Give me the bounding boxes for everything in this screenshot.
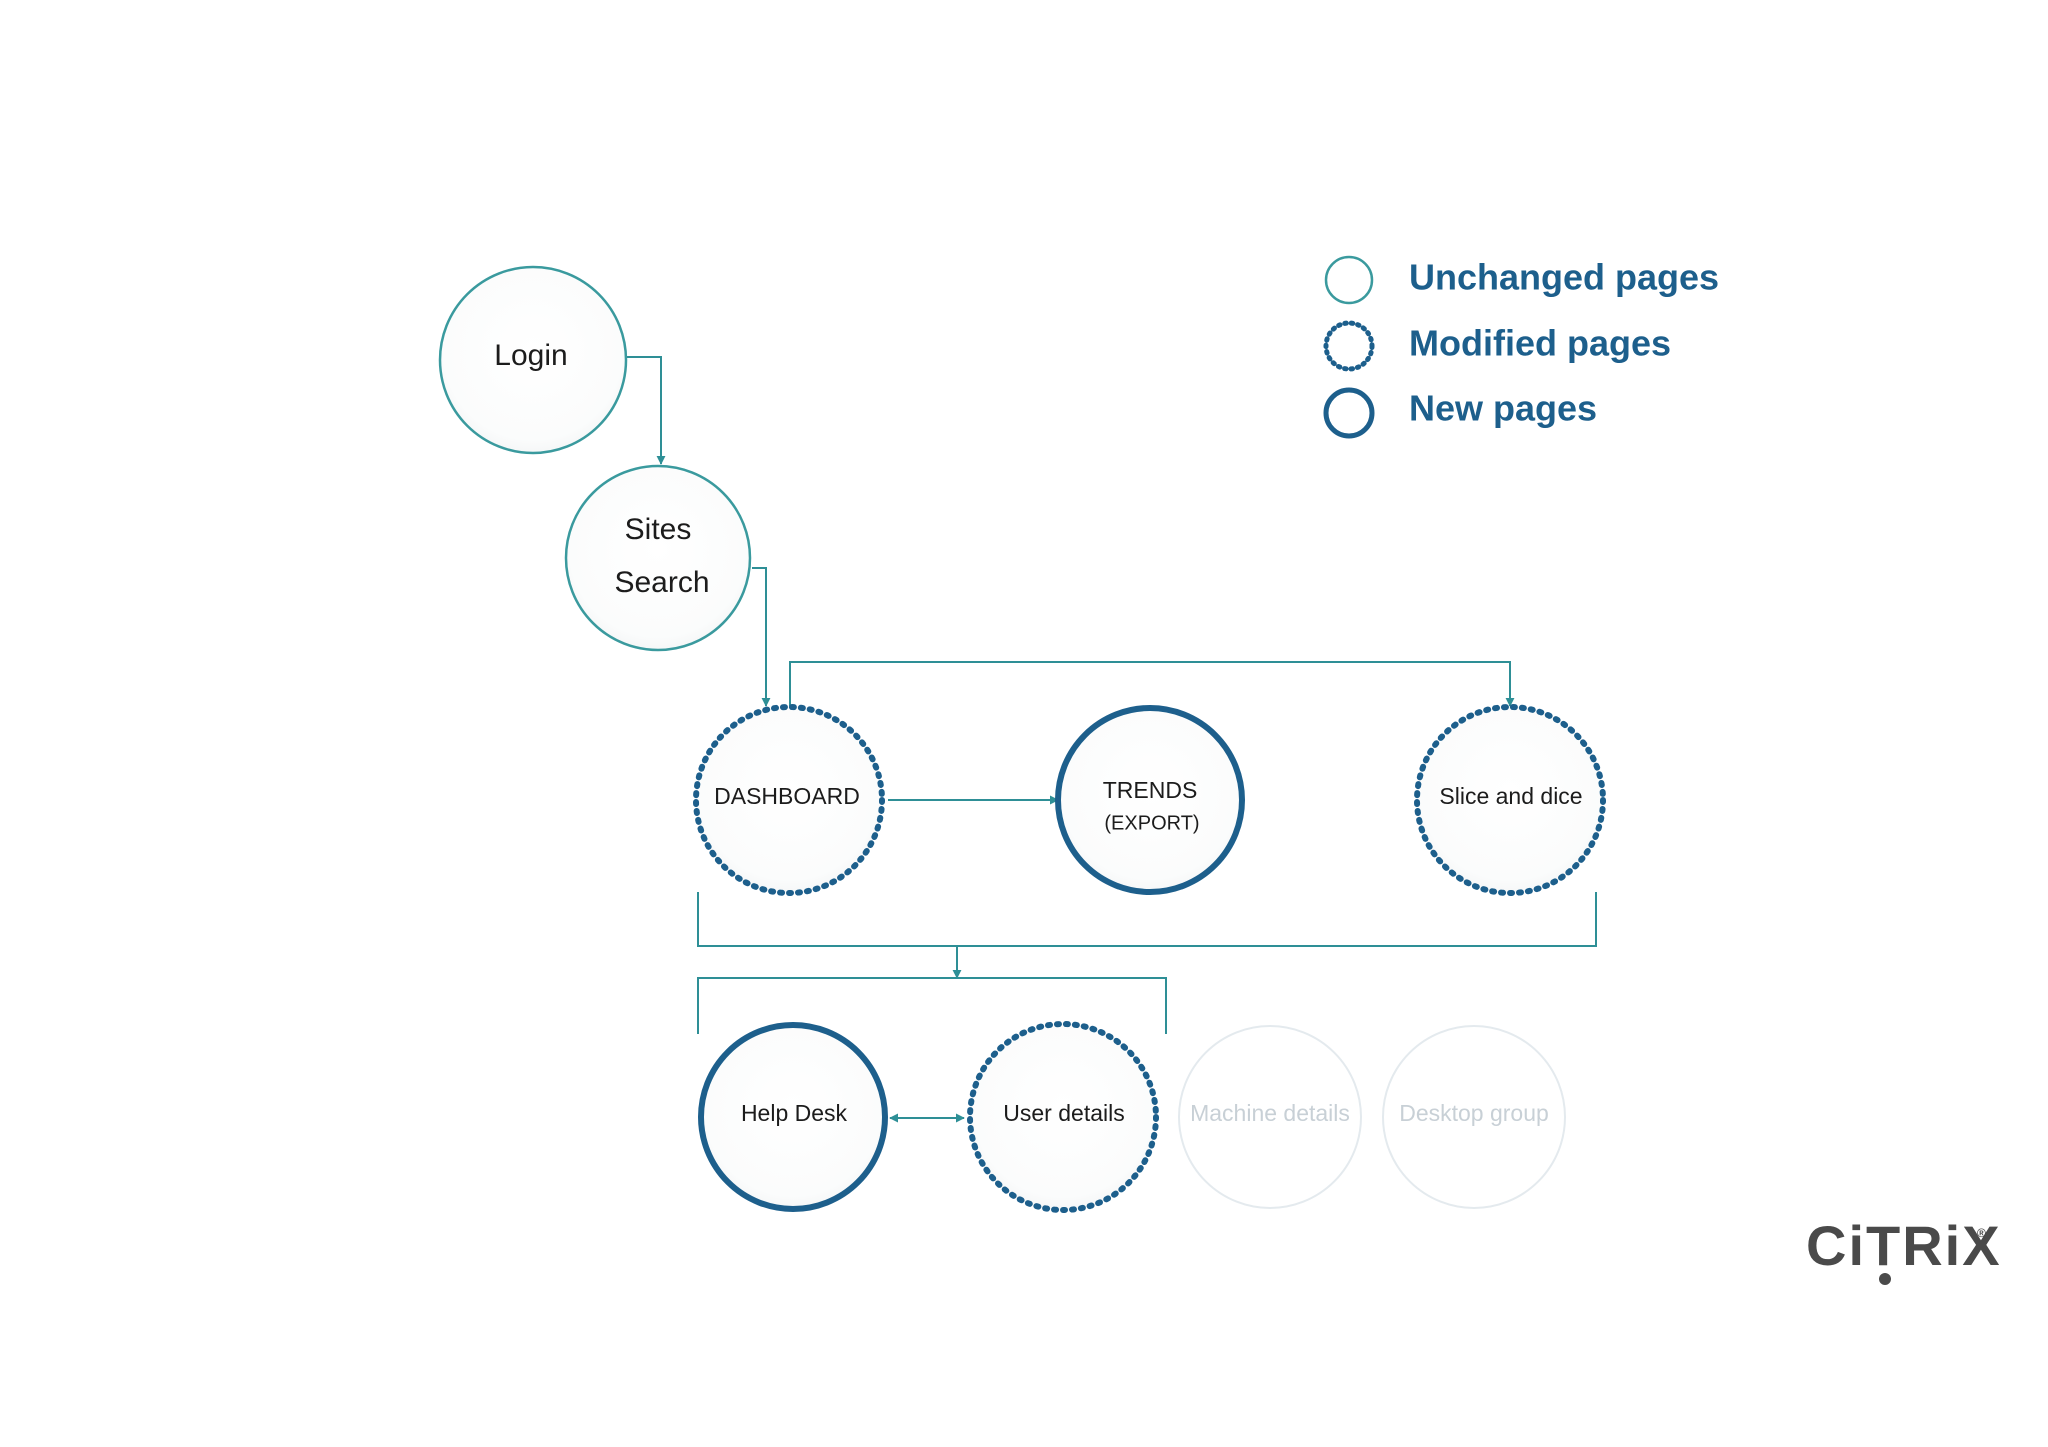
node-machine-label: Machine details xyxy=(1190,1100,1350,1126)
citrix-logo-dot xyxy=(1879,1273,1891,1285)
node-login[interactable]: Login xyxy=(438,265,628,455)
legend-modified-swatch xyxy=(1323,320,1375,372)
connector-dashboard-slice xyxy=(789,661,1515,707)
node-sites-search[interactable]: Sites Search xyxy=(564,464,752,652)
node-desktop-group: Desktop group xyxy=(1382,1025,1566,1209)
node-trends-label: TRENDS xyxy=(1103,777,1198,803)
connectors xyxy=(627,356,1597,1123)
node-sites-label: Sites xyxy=(625,513,692,546)
citrix-logo-registered: ® xyxy=(1977,1226,1986,1240)
node-trends-export-label: (EXPORT) xyxy=(1104,812,1199,834)
node-trends[interactable]: TRENDS (EXPORT) xyxy=(1055,705,1245,895)
legend-unchanged-swatch xyxy=(1324,255,1374,305)
node-helpdesk-label: Help Desk xyxy=(741,1100,848,1126)
legend-new-swatch xyxy=(1323,387,1375,439)
node-dashboard-label: DASHBOARD xyxy=(714,783,860,809)
node-machine-details: Machine details xyxy=(1178,1025,1362,1209)
legend-unchanged-label: Unchanged pages xyxy=(1409,257,1719,298)
node-user-details[interactable]: User details xyxy=(967,1021,1159,1213)
legend-modified-label: Modified pages xyxy=(1409,323,1671,364)
node-desktop-label: Desktop group xyxy=(1399,1100,1549,1126)
citrix-logo-text: CiTRiX xyxy=(1806,1214,2002,1277)
node-slice-label: Slice and dice xyxy=(1439,783,1582,809)
connector-login-sites xyxy=(627,356,666,465)
connector-sites-dashboard xyxy=(752,567,771,707)
connector-group-bracket xyxy=(697,892,1597,947)
legend-new-label: New pages xyxy=(1409,388,1597,429)
node-login-label: Login xyxy=(494,339,567,372)
citrix-logo: CiTRiX ® xyxy=(1806,1214,2002,1285)
node-dashboard[interactable]: DASHBOARD xyxy=(693,704,885,896)
node-slice-and-dice[interactable]: Slice and dice xyxy=(1414,704,1606,896)
legend: Unchanged pages Modified pages New pages xyxy=(1323,255,1719,439)
connector-lower-bracket xyxy=(697,977,1167,1034)
node-help-desk[interactable]: Help Desk xyxy=(698,1022,888,1212)
node-userdetails-label: User details xyxy=(1003,1100,1124,1126)
node-search-label: Search xyxy=(614,566,709,599)
